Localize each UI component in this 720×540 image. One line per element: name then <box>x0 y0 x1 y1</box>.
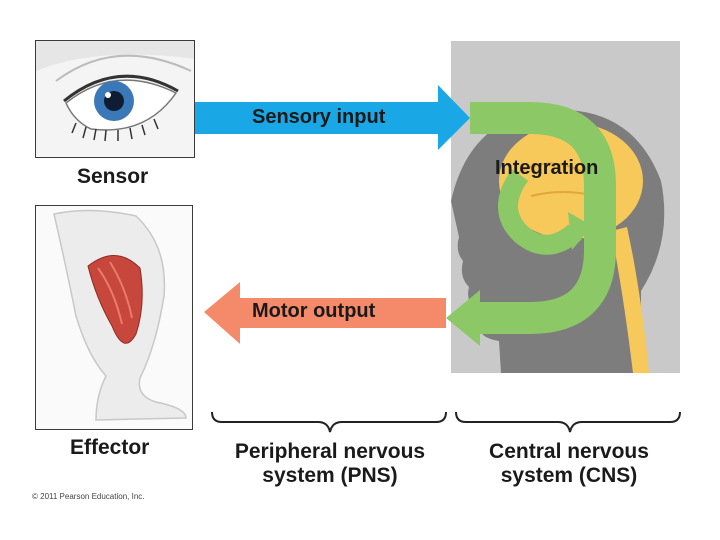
pns-caption-line1: Peripheral nervous <box>234 440 426 463</box>
cns-brace <box>455 411 681 433</box>
sensor-image-panel <box>35 40 195 158</box>
motor-output-label: Motor output <box>252 300 376 322</box>
pns-caption: Peripheral nervous system (PNS) <box>210 440 450 488</box>
pns-caption-line2: system (PNS) <box>262 464 398 487</box>
integration-swirl-head <box>568 212 592 250</box>
pns-brace <box>211 411 447 433</box>
effector-image-panel <box>35 205 193 430</box>
leg-muscle-icon <box>36 206 192 429</box>
integration-label: Integration <box>495 157 599 179</box>
sensory-input-label: Sensory input <box>252 106 386 128</box>
effector-label: Effector <box>70 436 150 459</box>
sensory-input-arrow <box>195 85 470 150</box>
copyright-notice: © 2011 Pearson Education, Inc. <box>32 492 145 501</box>
sensor-label: Sensor <box>77 165 149 188</box>
cns-caption-line2: system (CNS) <box>500 464 638 487</box>
integration-loop <box>470 102 616 334</box>
integration-arrowhead <box>446 290 480 346</box>
cns-caption: Central nervous system (CNS) <box>454 440 684 488</box>
eye-icon <box>36 41 194 157</box>
motor-output-arrow <box>204 282 446 344</box>
cns-caption-line1: Central nervous <box>489 440 649 463</box>
integration-swirl <box>498 169 582 255</box>
